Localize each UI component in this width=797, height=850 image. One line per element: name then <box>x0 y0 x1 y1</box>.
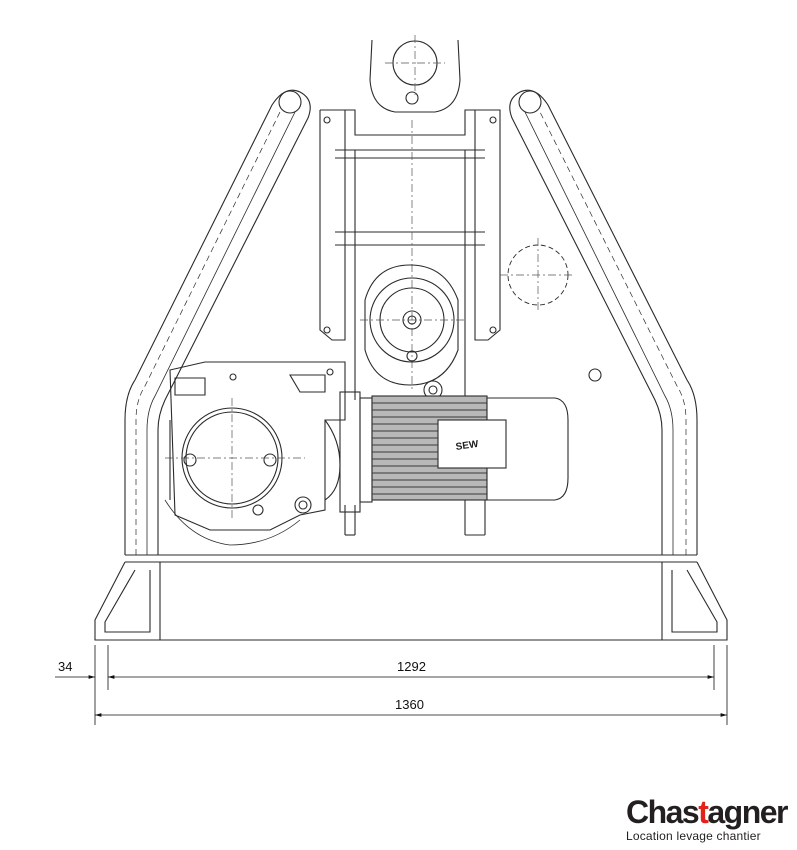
pulley-wheel <box>360 264 465 400</box>
lifting-eye <box>369 35 461 113</box>
motor-nameplate: SEW <box>455 439 480 453</box>
right-frame-tube <box>509 89 698 555</box>
central-guide-frame <box>319 109 501 400</box>
dimension-inner-width-label: 1292 <box>397 659 426 674</box>
dimension-offset-label: 34 <box>58 659 72 674</box>
electric-motor <box>345 395 569 536</box>
dimension-overall-width-label: 1360 <box>395 697 424 712</box>
dimension-lines <box>55 645 728 725</box>
brand-name: Chastagner <box>625 794 789 830</box>
left-frame-tube <box>124 89 311 555</box>
brand-tagline: Location levage chantier <box>625 829 761 843</box>
base-frame <box>94 554 728 641</box>
brand-logo: Chastagner Location levage chantier <box>625 794 789 843</box>
hidden-drum-outline <box>500 238 602 382</box>
gearbox <box>164 361 346 546</box>
brand-name-accent: t <box>698 794 709 830</box>
